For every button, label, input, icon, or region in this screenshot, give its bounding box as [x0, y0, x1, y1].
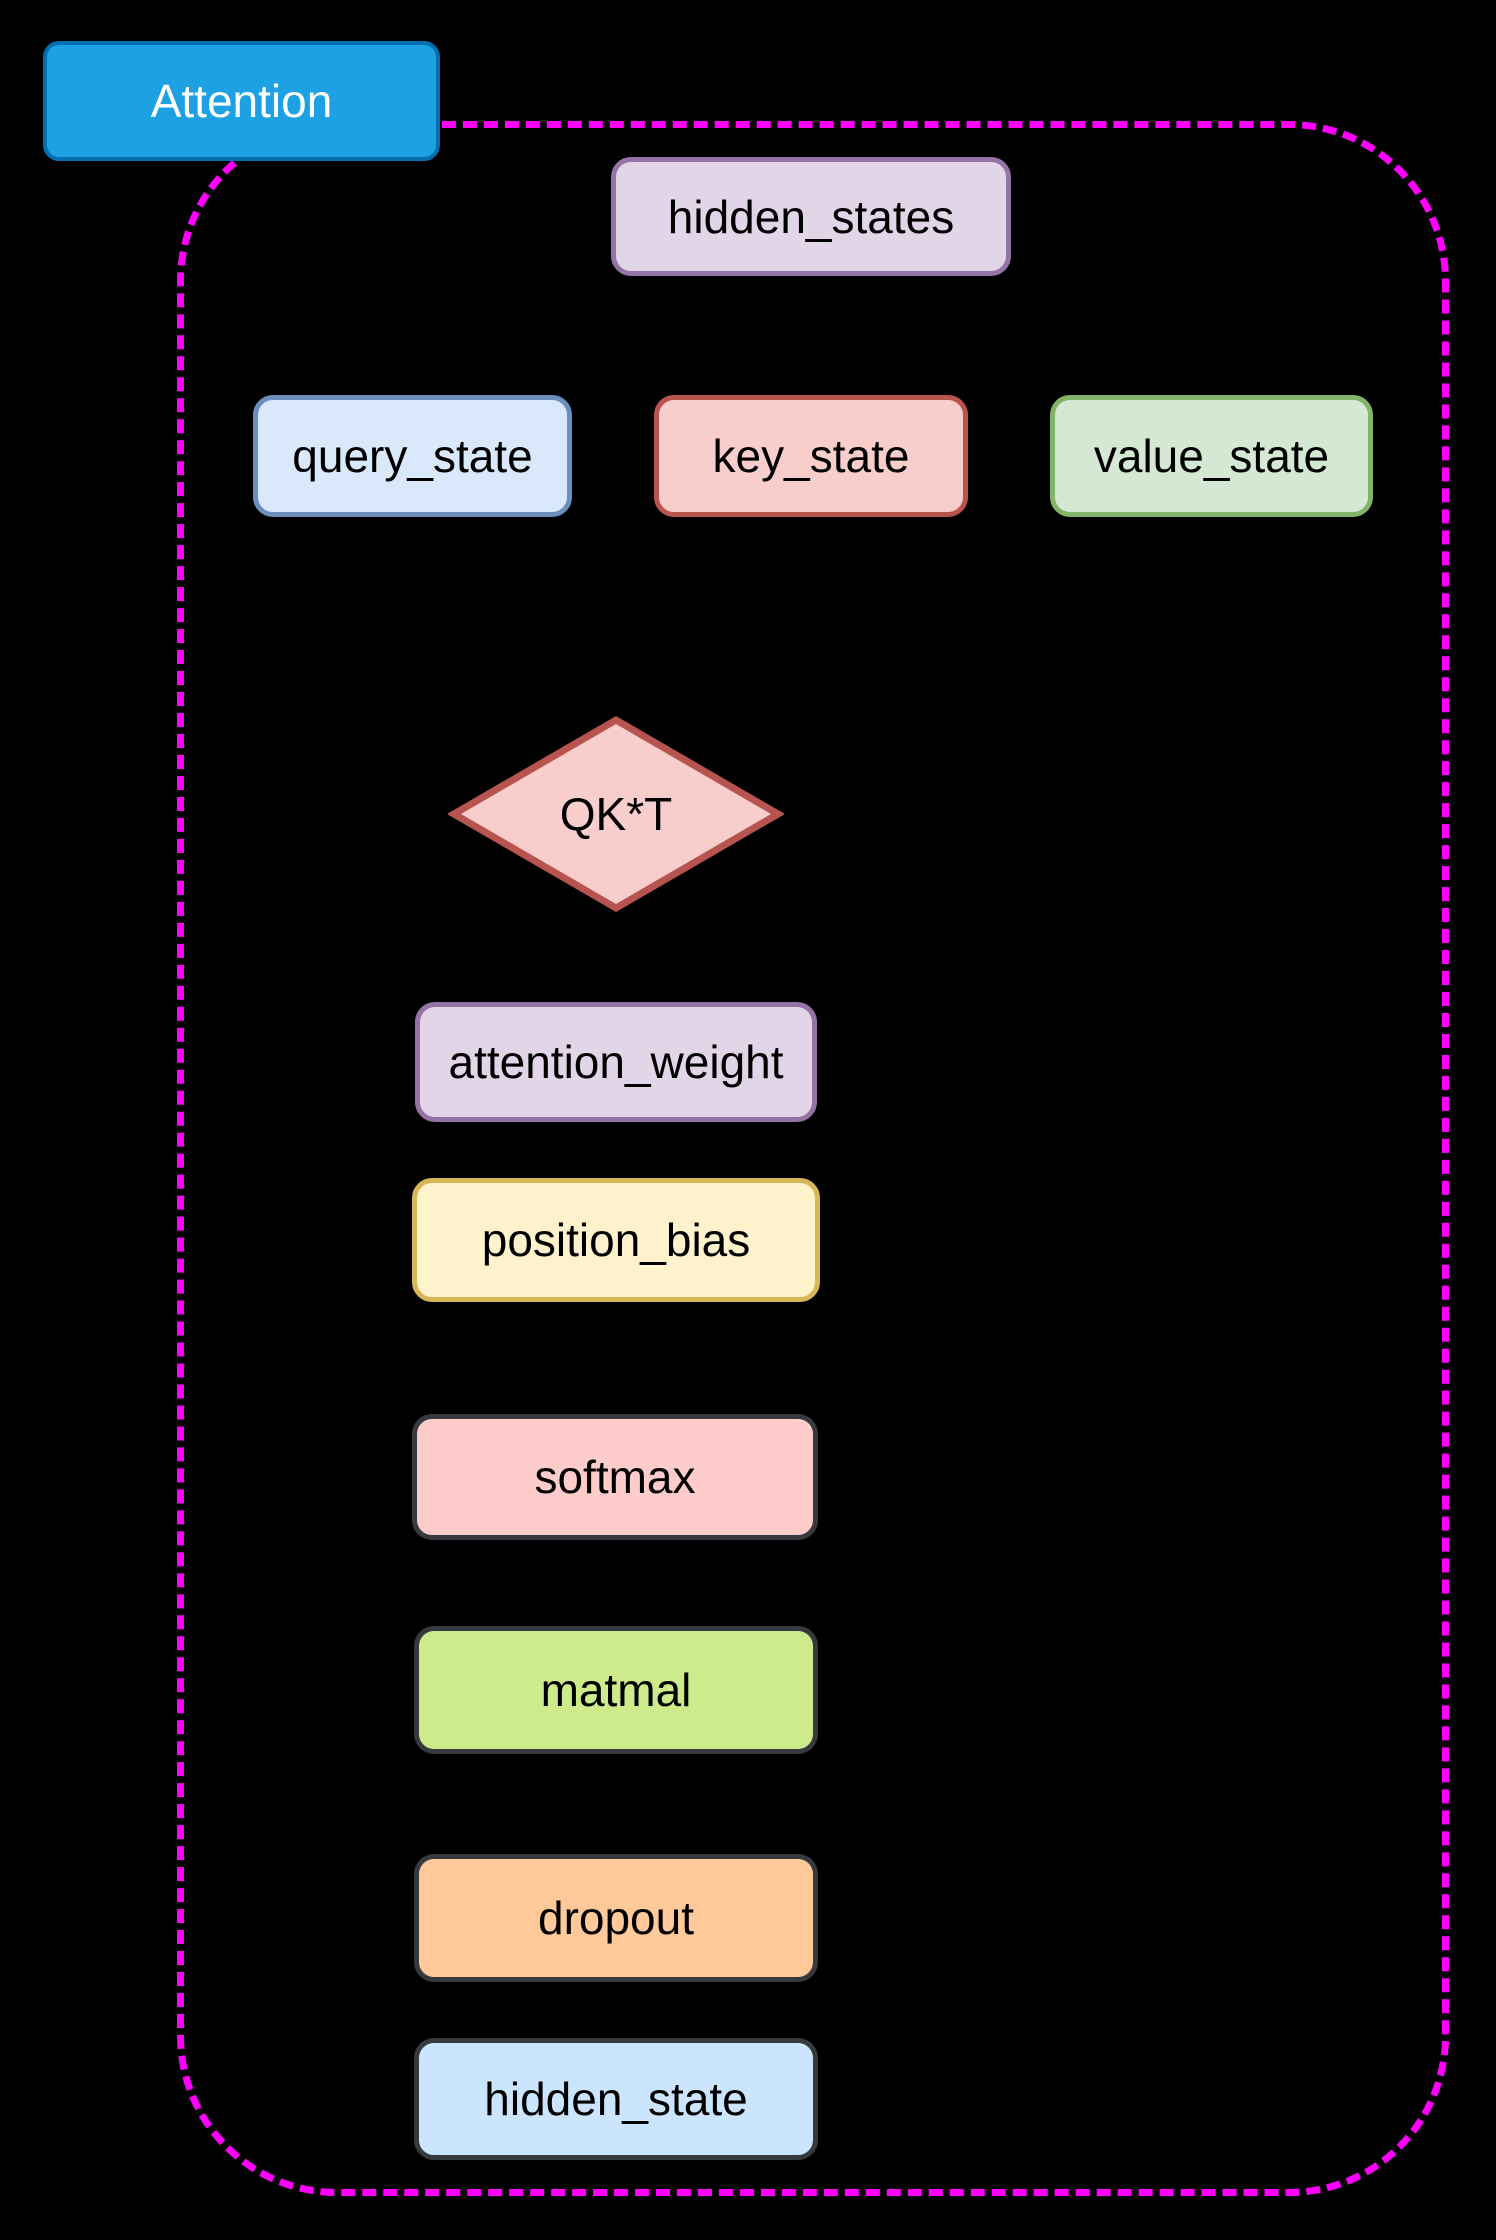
node-value-state: value_state [1050, 395, 1373, 517]
node-dropout-label: dropout [537, 1892, 694, 1944]
node-attention-weight: attention_weight [415, 1002, 817, 1122]
node-qkt-label: QK*T [559, 788, 673, 840]
node-hidden-state-label: hidden_state [484, 2073, 748, 2125]
node-query-state: query_state [253, 395, 572, 517]
node-dropout: dropout [414, 1854, 818, 1982]
node-hidden-states-label: hidden_states [667, 190, 955, 243]
node-position-bias-label: position_bias [481, 1214, 751, 1266]
node-key-state: key_state [654, 395, 968, 517]
node-value-state-label: value_state [1093, 430, 1330, 482]
node-matmal: matmal [414, 1626, 818, 1754]
node-position-bias: position_bias [412, 1178, 820, 1302]
node-query-state-label: query_state [292, 430, 533, 482]
node-softmax-label: softmax [534, 1451, 696, 1503]
node-softmax: softmax [412, 1414, 818, 1540]
attention-title-box: Attention [43, 41, 440, 161]
node-key-state-label: key_state [712, 430, 910, 482]
node-hidden-state: hidden_state [414, 2038, 818, 2160]
attention-title-label: Attention [150, 75, 333, 127]
qkt-diamond-shape [448, 715, 784, 913]
attention-module-boundary [177, 121, 1449, 2196]
node-hidden-states: hidden_states [611, 157, 1011, 276]
node-attention-weight-label: attention_weight [448, 1036, 784, 1088]
node-matmal-label: matmal [540, 1664, 692, 1716]
node-qkt-diamond: QK*T [448, 714, 784, 914]
